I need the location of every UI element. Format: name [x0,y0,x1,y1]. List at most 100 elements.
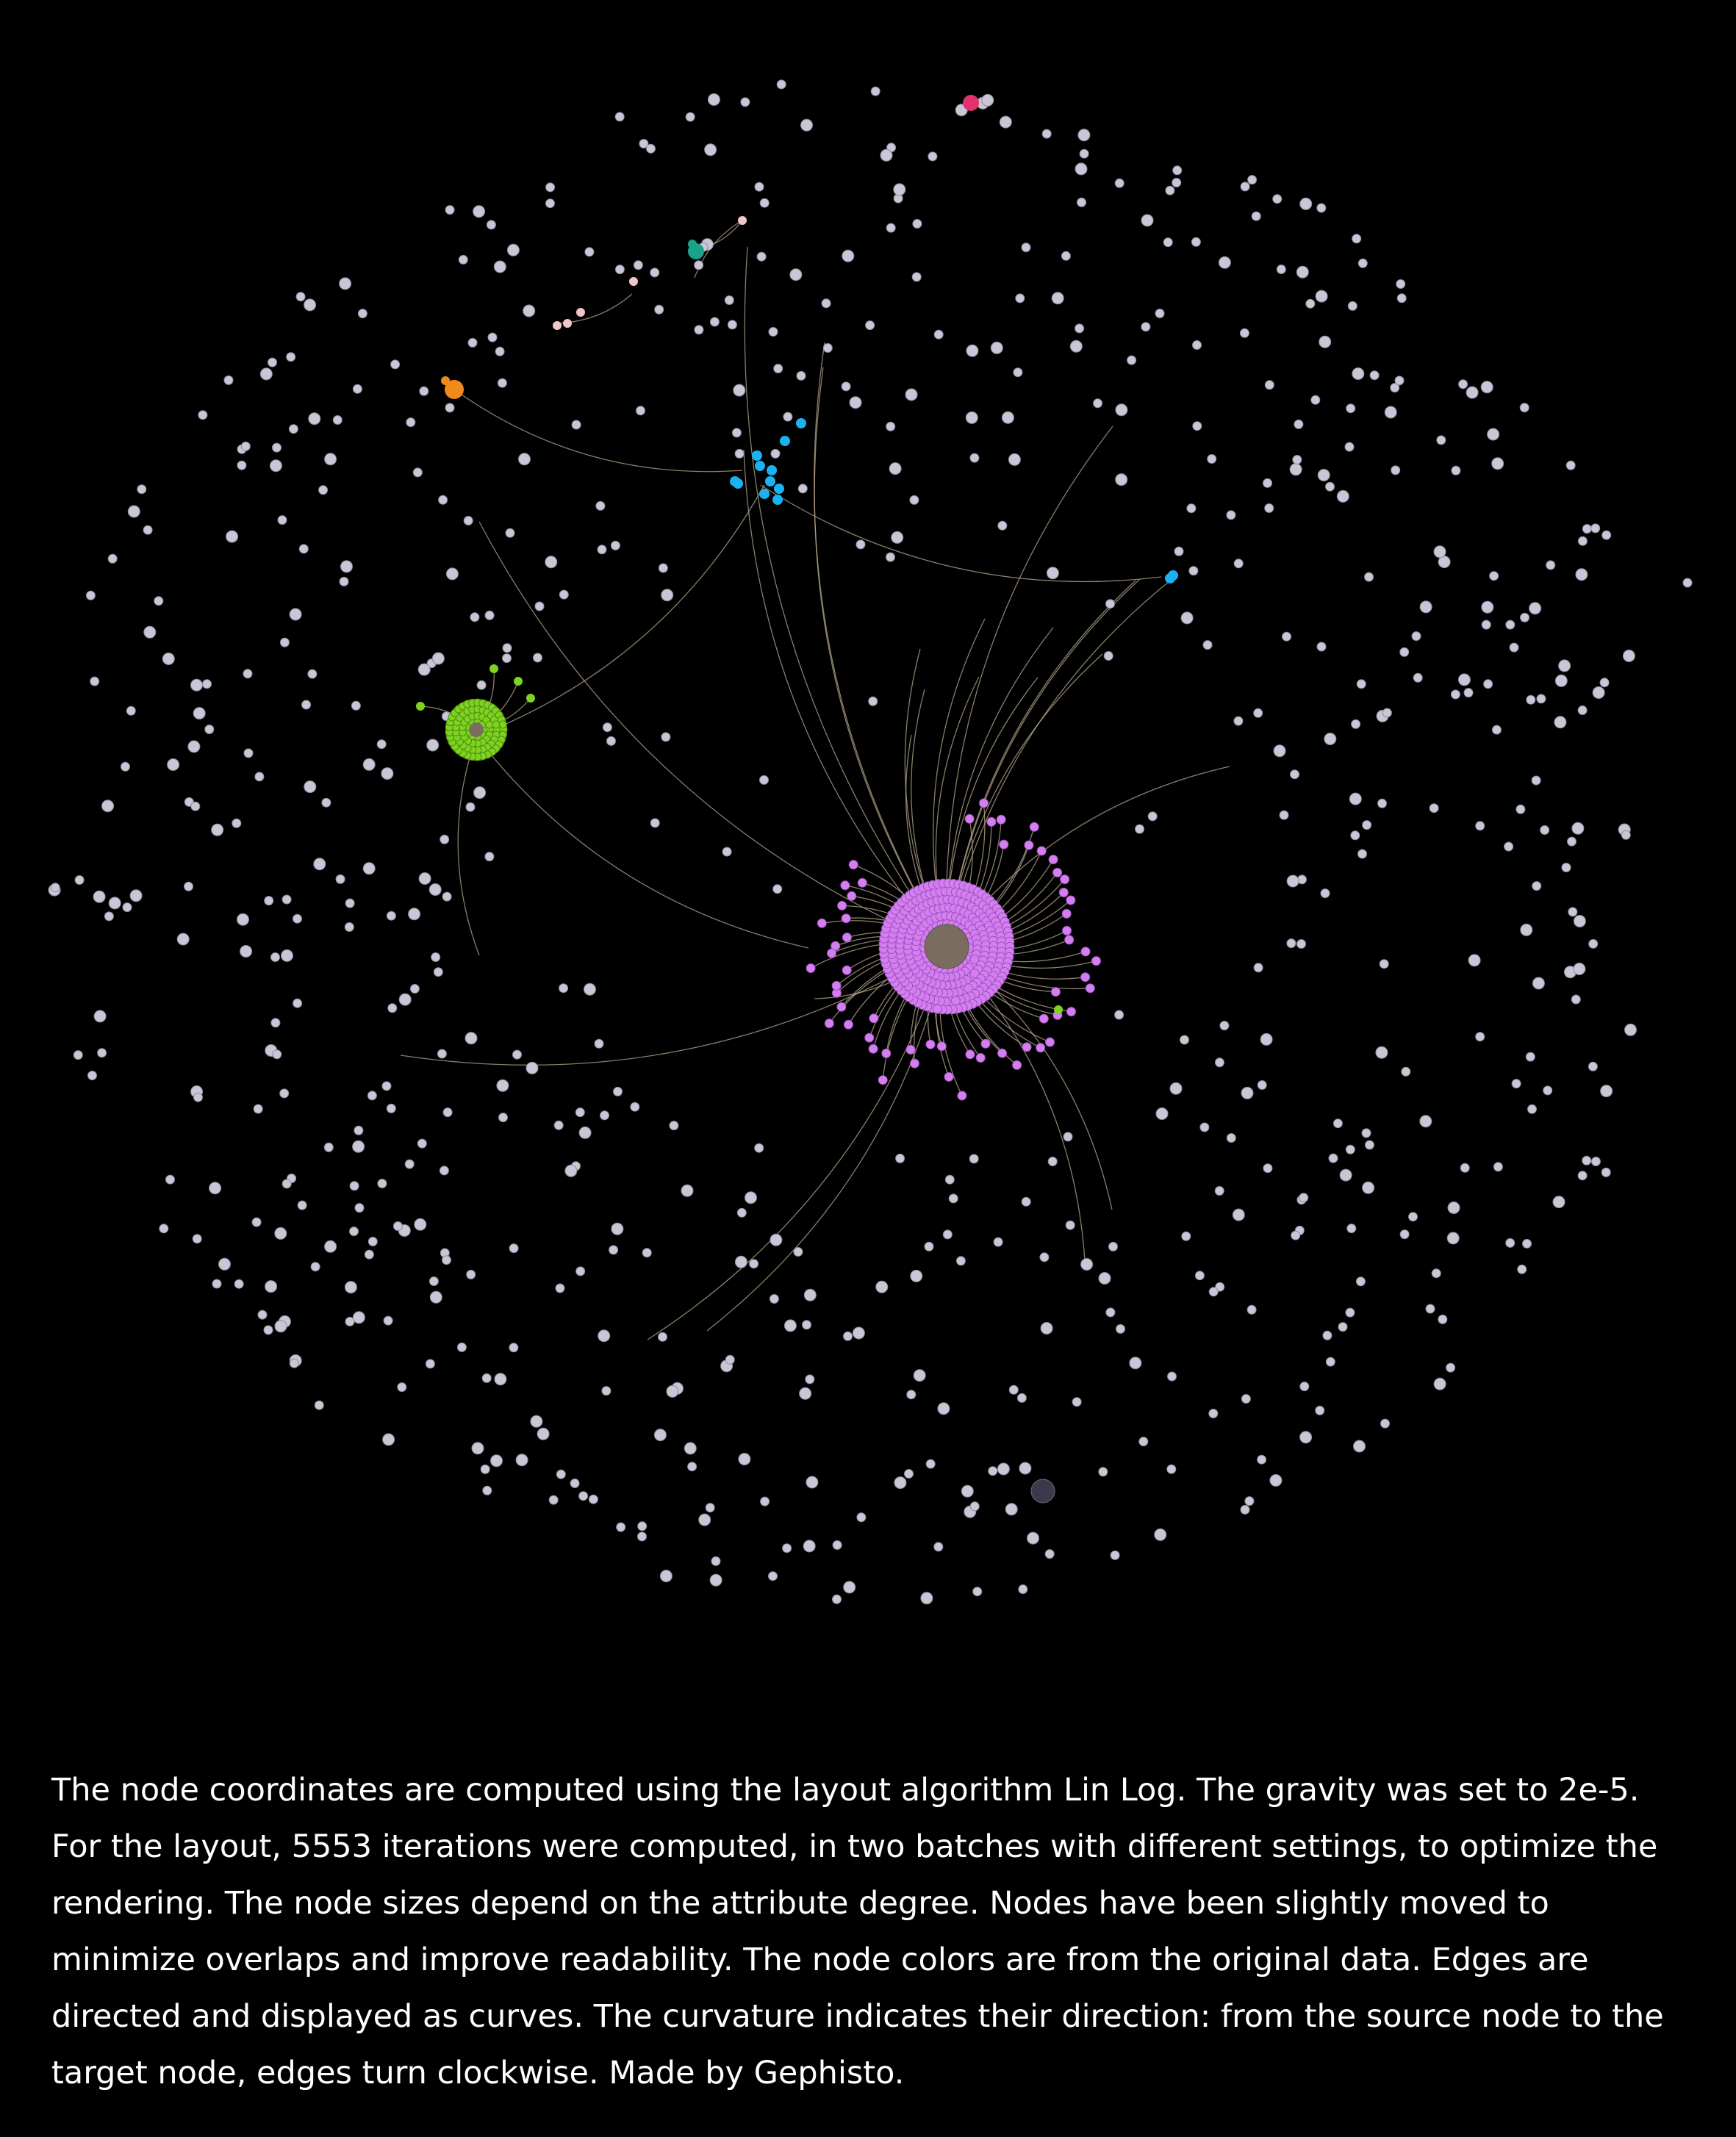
isolated-node [1466,386,1479,399]
isolated-node [1174,546,1184,556]
isolated-node [50,883,60,893]
isolated-node [298,544,309,554]
isolated-node [1590,523,1601,534]
isolated-node [502,643,512,653]
isolated-node [1093,398,1102,409]
isolated-node [1233,716,1244,726]
hub-leaf-node [979,798,989,808]
isolated-node [1565,460,1576,470]
hub-leaf-node [1045,1037,1055,1047]
isolated-node [1138,1437,1149,1447]
green-leaf-node [514,677,523,686]
isolated-node [340,560,353,573]
isolated-node [408,908,421,921]
isolated-node [289,1358,299,1368]
isolated-node [1194,1271,1205,1281]
hub-leaf-node [1064,935,1075,945]
isolated-node [121,761,130,772]
isolated-node [1364,572,1374,582]
isolated-node [308,412,321,425]
isolated-node [445,567,459,581]
isolated-node [387,1003,398,1013]
isolated-node [997,520,1008,531]
isolated-node [654,304,664,315]
isolated-node [906,1390,917,1400]
isolated-node [412,467,423,478]
isolated-node [108,897,121,910]
isolated-node [745,1191,757,1204]
isolated-node [1319,335,1332,348]
isolated-node [955,1256,966,1266]
hub-edge [744,246,947,947]
isolated-node [661,589,674,602]
cyan-node [767,465,777,475]
isolated-node [274,1320,287,1333]
hub-leaf-node [996,814,1006,825]
isolated-node [223,375,234,385]
isolated-node [1475,1032,1485,1042]
isolated-node [1401,1066,1411,1077]
isolated-node [759,775,769,785]
isolated-node [1351,719,1361,729]
isolated-node [349,1226,359,1237]
isolated-node [425,1359,435,1369]
isolated-node [418,872,431,885]
isolated-node [600,1110,609,1121]
isolated-node [658,1332,667,1342]
cluster-edge [476,736,809,949]
hub-leaf-node [831,980,842,991]
isolated-node [1316,203,1327,213]
isolated-node [822,343,833,353]
isolated-node [768,327,778,337]
isolated-node [944,1174,955,1185]
isolated-node [240,441,251,451]
isolated-node [1240,182,1250,192]
isolated-node [484,852,495,862]
isolated-node [1114,1010,1125,1020]
isolated-node [1251,211,1261,221]
isolated-node [1480,381,1493,394]
isolated-node [497,378,507,388]
isolated-node [1346,403,1356,414]
isolated-node [93,890,106,903]
isolated-node [237,460,247,470]
isolated-node [270,952,280,962]
isolated-node [467,337,478,348]
isolated-node [190,678,203,692]
isolated-node [1019,1462,1032,1475]
isolated-node [431,652,445,665]
cyan-node [752,450,762,461]
isolated-node [234,1279,244,1289]
isolated-node [1621,830,1631,840]
isolated-node [143,625,157,639]
isolated-node [523,304,536,317]
isolated-node [1577,705,1588,715]
isolated-node [376,739,387,750]
hub-leaf-node [1066,1007,1076,1017]
hub-leaf-node [1012,1060,1022,1070]
isolated-node [419,386,429,396]
isolated-node [277,515,287,525]
isolated-node [349,1181,359,1191]
isolated-node [417,1138,427,1149]
isolated-node [559,983,569,994]
isolated-node [797,484,808,494]
hub-leaf-node [936,1041,947,1052]
hub-leaf-node [1091,956,1101,966]
isolated-node [1039,1252,1050,1263]
isolated-node [154,596,164,606]
isolated-node [1446,1232,1460,1245]
pink-node [553,321,562,330]
isolated-node [209,1182,222,1195]
green-leaf-node [1054,1005,1063,1014]
isolated-node [999,115,1012,129]
orange-node [445,380,464,399]
isolated-node [484,610,495,620]
isolated-node [254,772,265,782]
isolated-node [304,298,317,312]
hub-edge [400,946,947,1066]
isolated-node [698,1513,711,1526]
hub-leaf-node [1080,972,1091,983]
isolated-node [1282,631,1291,642]
isolated-node [1346,1224,1357,1234]
